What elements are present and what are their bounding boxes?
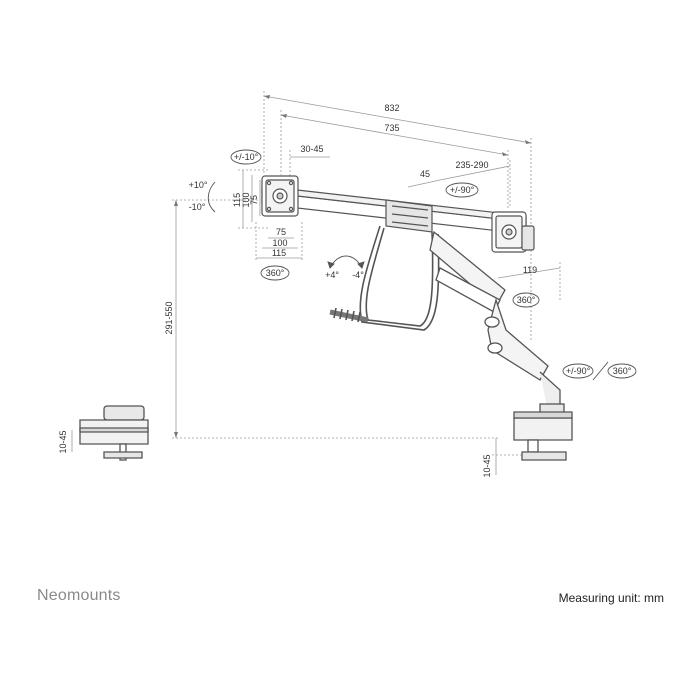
rot-tilt-down: -10° bbox=[189, 202, 206, 212]
dimension-arrowheads bbox=[174, 95, 531, 438]
rot-base-swivel: +/-90° bbox=[566, 366, 591, 376]
dim-pole-height: 291-550 bbox=[164, 301, 174, 334]
dim-width-115: 115 bbox=[272, 248, 286, 258]
dim-width-100: 100 bbox=[272, 238, 287, 248]
rot-swivel-right: +/-90° bbox=[450, 185, 475, 195]
rot-tilt-left: +/-10° bbox=[234, 152, 259, 162]
dim-height-100: 100 bbox=[241, 192, 251, 207]
dim-width-75: 75 bbox=[276, 227, 286, 237]
vesa-plate-right bbox=[491, 211, 535, 253]
rot-base-rotate: 360° bbox=[613, 366, 632, 376]
rotation-labels: +/-10° +10° -10° 360° +/-90° 360° +4° -4… bbox=[189, 152, 632, 376]
desk-clamp-right bbox=[513, 403, 573, 461]
vesa-plate-left bbox=[261, 175, 299, 217]
dim-clamp-left: 10-45 bbox=[58, 430, 68, 453]
dim-735: 735 bbox=[384, 123, 399, 133]
dim-height-75: 75 bbox=[249, 195, 259, 205]
desk-clamp-left bbox=[79, 405, 149, 461]
rot-arm: 360° bbox=[517, 295, 536, 305]
dim-832: 832 bbox=[384, 103, 399, 113]
dim-45: 45 bbox=[420, 169, 430, 179]
rot-level-minus: -4° bbox=[352, 270, 364, 280]
handle bbox=[329, 225, 440, 331]
rotation-badges bbox=[207, 149, 637, 381]
crossbar bbox=[261, 185, 527, 235]
rot-swivel-left: 360° bbox=[266, 268, 285, 278]
rot-tilt-up: +10° bbox=[189, 180, 208, 190]
dim-235-290: 235-290 bbox=[455, 160, 488, 170]
gas-spring-arm bbox=[429, 230, 561, 413]
dim-clamp-right: 10-45 bbox=[482, 454, 492, 477]
dimension-labels: 832 735 30-45 45 235-290 115 100 75 75 1… bbox=[58, 103, 537, 478]
dim-30-45: 30-45 bbox=[300, 144, 323, 154]
dim-height-115: 115 bbox=[232, 193, 242, 207]
brand-logo-text: Neomounts bbox=[37, 587, 121, 604]
dimension-lines bbox=[71, 91, 561, 475]
dim-119: 119 bbox=[523, 265, 537, 275]
rot-level-plus: +4° bbox=[325, 270, 339, 280]
measuring-unit-label: Measuring unit: mm bbox=[558, 591, 664, 605]
